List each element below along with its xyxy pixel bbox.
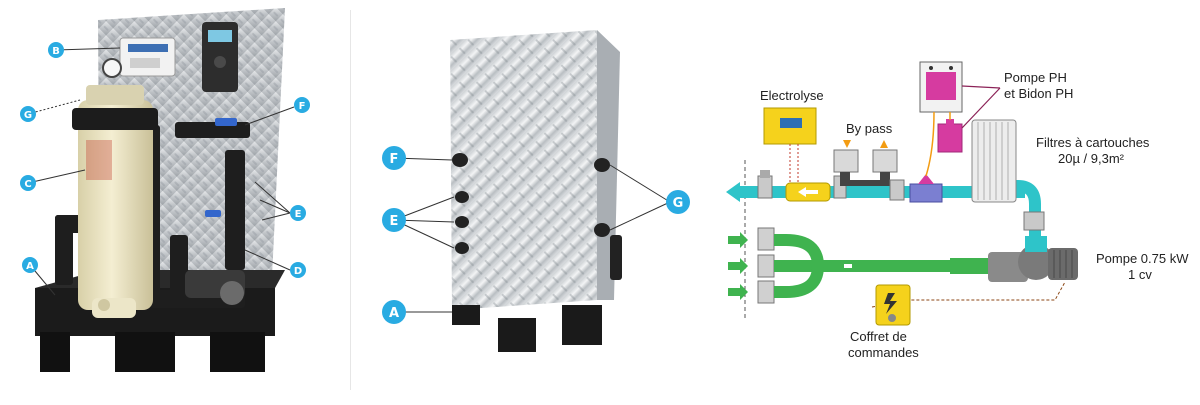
pallet-foot [498,318,536,352]
svg-text:A: A [26,261,34,272]
cartridge-filter [971,119,1017,203]
suction-manifold [774,234,950,298]
electrolyser-unit [202,22,238,92]
inlet-arrow-icon [728,258,748,274]
equipment-photo-left-drawing: B G F C E A D [20,8,310,372]
electrolysis-cell [785,182,831,202]
suction-inlets [728,232,748,300]
callout-badge-B: B [48,42,64,58]
callout-badge-A: A [382,300,406,324]
electrolyse-label: Electrolyse [760,88,824,103]
callout-badge-F: F [382,146,406,170]
svg-text:G: G [673,196,684,211]
callout-badge-D: D [290,262,306,278]
control-box [875,284,911,326]
ph-tank-pointer [961,87,1001,129]
pallet-foot [452,305,480,325]
bypass-valve [833,149,859,186]
callout-badge-G: G [666,190,690,214]
ph-injector [909,174,943,203]
callout-badge-G: G [20,106,36,122]
suction-valve [757,227,775,251]
ph-injection-tube [925,111,935,177]
bypass-arrow-down-icon [843,140,851,148]
svg-text:C: C [24,179,31,190]
valve [757,170,773,199]
suction-valve [757,280,775,304]
electric-bolt-icon [884,293,897,314]
control-box-label-line2: commandes [848,345,919,360]
pump-label-line1: Pompe 0.75 kW [1096,251,1189,266]
bypass-valve [872,149,898,186]
inlet-arrow-icon [728,284,748,300]
filter-return-pipe [1000,180,1041,242]
inlet-arrow-icon [728,232,748,248]
ph-pump-label-line2: et Bidon PH [1004,86,1073,101]
callout-badge-E: E [382,208,406,232]
pump-inlet [950,258,990,274]
equipment-photo-middle-drawing: F E A G [382,30,690,352]
pump-label-line2: 1 cv [1128,267,1152,282]
ph-pump-label-line1: Pompe PH [1004,70,1067,85]
pressure-gauge-icon [102,58,122,78]
aluminium-panel-front [450,30,597,310]
svg-text:D: D [294,266,302,277]
pipe-connectors [452,153,622,280]
hydraulic-schematic: Electrolyse By pass Pompe PH et Bidon PH [700,0,1200,400]
bypass-label: By pass [846,121,893,136]
bypass-arrow-up-icon [880,140,888,148]
valve [1023,211,1045,231]
control-box-label-line1: Coffret de [850,329,907,344]
panel-divider [350,10,351,390]
ph-pump-unit [919,61,963,113]
pool-pump [988,236,1078,282]
ph-pump-pointer [961,85,1001,89]
filter-label-line1: Filtres à cartouches [1036,135,1150,150]
svg-text:B: B [52,46,60,57]
control-box [119,37,176,77]
callout-badge-C: C [20,175,36,191]
svg-text:A: A [389,306,399,321]
bypass-pipe [846,180,886,186]
callout-badge-F: F [294,97,310,113]
svg-text:E: E [295,209,302,220]
svg-text:F: F [299,101,306,112]
filter-label-line2: 20µ / 9,3m² [1058,151,1125,166]
valve [889,179,905,201]
callout-badge-A: A [22,257,38,273]
suction-valve [757,254,775,278]
ph-tank [937,119,963,153]
equipment-photo-middle: F E A G [352,0,700,400]
pump [185,270,245,305]
svg-text:G: G [24,110,32,121]
svg-text:E: E [390,214,399,229]
electrolyse-unit [763,107,817,145]
pallet-foot [562,305,602,345]
callout-badge-E: E [290,205,306,221]
blue-valve-handle [215,118,237,126]
pipe-joint [844,264,852,268]
hydraulic-schematic-drawing: Electrolyse By pass Pompe PH et Bidon PH [726,61,1189,360]
control-cable [871,281,1066,308]
svg-text:F: F [390,152,399,167]
blue-valve-handle [205,210,221,217]
equipment-photo-left: B G F C E A D [0,0,350,400]
cartridge-filter-tank [72,85,158,318]
outlet-arrow-icon [726,182,740,202]
